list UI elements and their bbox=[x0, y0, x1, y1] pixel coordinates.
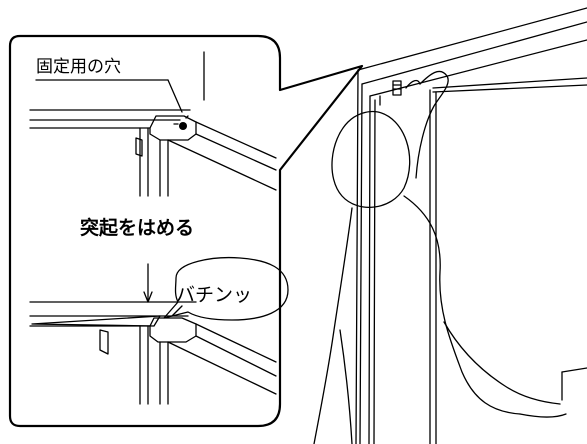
label-snap-sound: バチンッ bbox=[176, 284, 253, 306]
label-insert-projection: 突起をはめる bbox=[80, 217, 195, 239]
callout-balloon bbox=[8, 34, 364, 428]
person-figure bbox=[313, 70, 587, 444]
detail-insert-projection bbox=[29, 263, 277, 405]
label-fixing-hole: 固定用の穴 bbox=[36, 57, 121, 77]
detail-fixing-hole bbox=[29, 51, 277, 197]
door-frame bbox=[355, 7, 587, 444]
snap-bubble bbox=[163, 256, 289, 321]
fixing-hole-dot bbox=[179, 122, 187, 130]
